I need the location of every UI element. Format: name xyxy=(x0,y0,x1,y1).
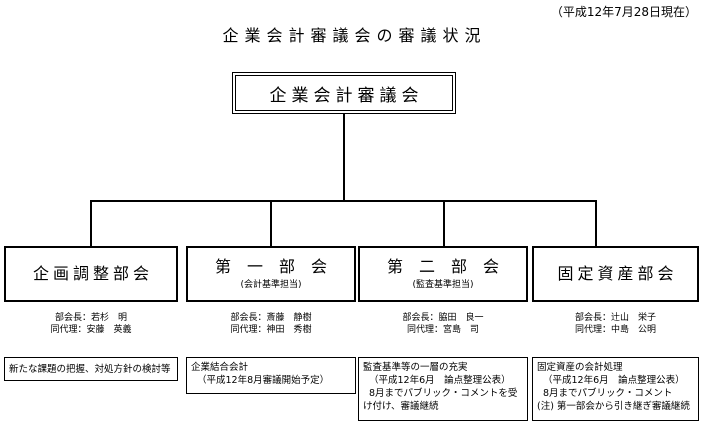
content-box-3: 監査基準等の一層の充実 （平成12年6月 論点整理公表） 8月までパブリック・コ… xyxy=(358,357,528,421)
deputy-name-2: 神田 秀樹 xyxy=(266,325,312,335)
members-3: 部会長：脇田 良一 同代理：宮島 司 xyxy=(358,312,528,336)
deputy-row-2: 同代理：神田 秀樹 xyxy=(186,324,356,336)
connector-drop-2 xyxy=(270,200,272,246)
deputy-name-3: 宮島 司 xyxy=(443,325,480,335)
deputy-label-3: 同代理： xyxy=(406,325,443,335)
content-line-4-2: 8月までパブリック・コメント xyxy=(543,388,673,399)
content-box-4: 固定資産の会計処理 （平成12年6月 論点整理公表） 8月までパブリック・コメン… xyxy=(532,357,699,421)
chair-row-4: 部会長：辻山 栄子 xyxy=(532,312,699,324)
chair-name-3: 脇田 良一 xyxy=(438,313,484,323)
chair-row-3: 部会長：脇田 良一 xyxy=(358,312,528,324)
deputy-row-4: 同代理：中島 公明 xyxy=(532,324,699,336)
connector-drop-4 xyxy=(595,200,597,246)
chair-row-1: 部会長：若杉 明 xyxy=(4,312,178,324)
content-line-4-1: （平成12年6月 論点整理公表） xyxy=(543,375,685,386)
deputy-row-1: 同代理：安藤 英義 xyxy=(4,324,178,336)
content-line-4-0: 固定資産の会計処理 xyxy=(537,362,623,373)
root-node-label: 企業会計審議会 xyxy=(269,85,424,106)
division-box-3: 第 二 部 会 (監査基準担当) xyxy=(358,246,528,302)
deputy-name-1: 安藤 英義 xyxy=(86,325,132,335)
division-title-2: 第 一 部 会 xyxy=(214,256,327,276)
division-title-1: 企画調整部会 xyxy=(32,263,153,283)
members-4: 部会長：辻山 栄子 同代理：中島 公明 xyxy=(532,312,699,336)
chair-name-1: 若杉 明 xyxy=(91,313,128,323)
chair-label-4: 部会長： xyxy=(574,313,611,323)
chair-name-2: 斎藤 静樹 xyxy=(266,313,312,323)
content-box-1: 新たな課題の把握、対処方針の検討等 xyxy=(4,357,178,381)
date-note: （平成12年7月28日現在） xyxy=(550,5,697,19)
content-line-3-0: 監査基準等の一層の充実 xyxy=(363,362,468,373)
content-line-4-3: (注) 第一部会から引き継ぎ審議継続 xyxy=(537,401,690,412)
deputy-label-4: 同代理： xyxy=(574,325,611,335)
division-subtitle-2: (会計基準担当) xyxy=(240,280,302,291)
chair-row-2: 部会長：斎藤 静樹 xyxy=(186,312,356,324)
division-box-2: 第 一 部 会 (会計基準担当) xyxy=(186,246,356,302)
deputy-label-2: 同代理： xyxy=(230,325,267,335)
division-title-3: 第 二 部 会 xyxy=(386,256,499,276)
chair-label-2: 部会長： xyxy=(230,313,267,323)
deputy-label-1: 同代理： xyxy=(50,325,87,335)
deputy-name-4: 中島 公明 xyxy=(611,325,657,335)
content-line-2-1: （平成12年8月審議開始予定） xyxy=(197,375,330,386)
content-line-3-1: （平成12年6月 論点整理公表） xyxy=(369,375,511,386)
content-box-2: 企業結合会計 （平成12年8月審議開始予定） xyxy=(186,357,356,394)
chair-label-1: 部会長： xyxy=(54,313,91,323)
content-line-3-3: け付け、審議継続 xyxy=(363,401,439,412)
root-node-inner-border: 企業会計審議会 xyxy=(235,75,453,111)
connector-horizontal-bus xyxy=(90,200,597,202)
chair-name-4: 辻山 栄子 xyxy=(611,313,657,323)
members-2: 部会長：斎藤 静樹 同代理：神田 秀樹 xyxy=(186,312,356,336)
content-line-3-2: 8月までパブリック・コメントを受 xyxy=(369,388,518,399)
root-node-企業会計審議会: 企業会計審議会 xyxy=(232,72,456,114)
division-title-4: 固定資産部会 xyxy=(557,263,678,283)
connector-root-vertical xyxy=(343,114,345,202)
division-box-4: 固定資産部会 xyxy=(532,246,699,302)
connector-drop-3 xyxy=(443,200,445,246)
connector-drop-1 xyxy=(90,200,92,246)
deputy-row-3: 同代理：宮島 司 xyxy=(358,324,528,336)
division-subtitle-3: (監査基準担当) xyxy=(412,280,474,291)
chair-label-3: 部会長： xyxy=(402,313,439,323)
members-1: 部会長：若杉 明 同代理：安藤 英義 xyxy=(4,312,178,336)
division-box-1: 企画調整部会 xyxy=(4,246,178,302)
content-line-1-0: 新たな課題の把握、対処方針の検討等 xyxy=(9,363,171,375)
content-line-2-0: 企業結合会計 xyxy=(191,362,249,373)
page-title: 企業会計審議会の審議状況 xyxy=(222,26,487,45)
